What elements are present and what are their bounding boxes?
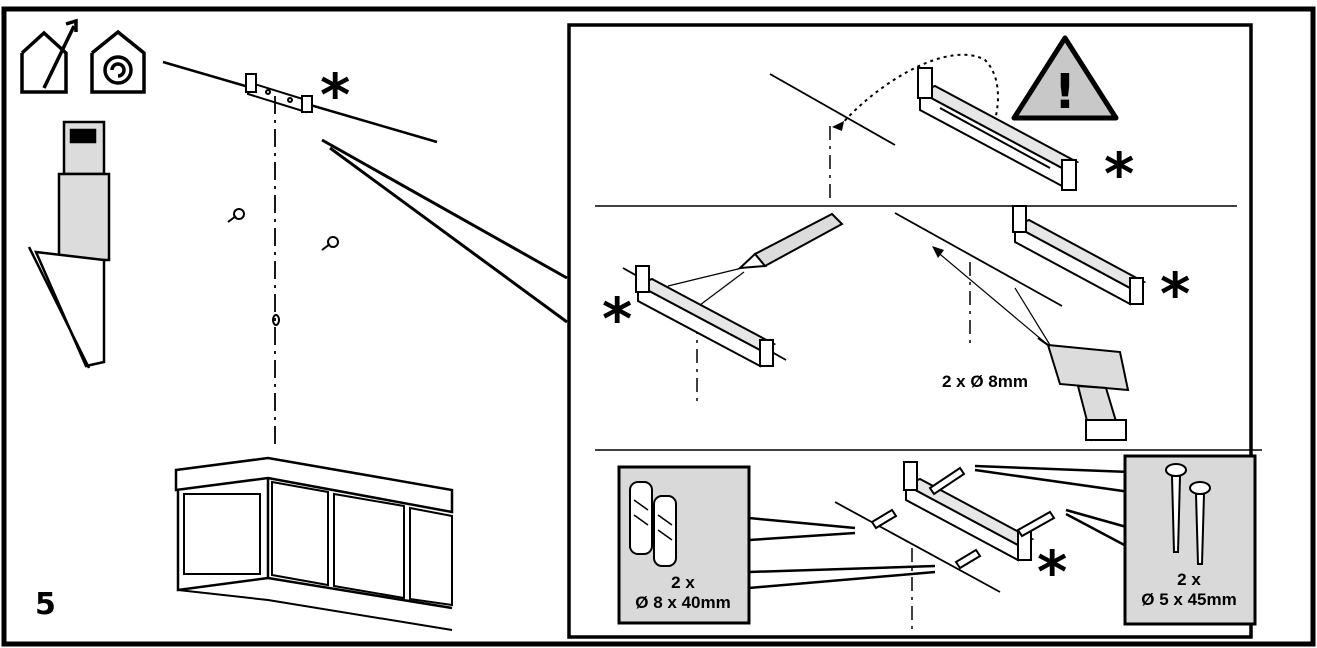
kitchen-cabinet (174, 456, 454, 631)
warning-triangle-icon: ! (1011, 35, 1119, 121)
wall-plugs-size: Ø 8 x 40mm (635, 592, 731, 612)
bracket-on-wall (245, 73, 313, 114)
bracket-drilling (1012, 205, 1147, 306)
row1-alignment (769, 53, 999, 200)
warning-mark: ! (1054, 64, 1076, 120)
asterisk-note-3: * (602, 285, 633, 353)
asterisk-note-5: * (1037, 538, 1068, 606)
pencil-icon (737, 212, 844, 270)
step-number: 5 (35, 587, 56, 622)
drill-size-label: 2 x Ø 8mm (942, 372, 1028, 391)
screws-count: 2 x (1177, 570, 1201, 589)
screws-box (1123, 454, 1257, 626)
ceiling-wall-line (162, 60, 568, 324)
outer-frame (1, 6, 1316, 647)
wall-plugs-label: 2 x Ø 8 x 40mm (618, 573, 748, 612)
row3-fixing (834, 501, 1001, 630)
bracket-top (917, 67, 1080, 191)
bracket-marking (635, 265, 777, 368)
asterisk-note-2: * (1104, 140, 1135, 208)
house-chimney-vent-icon (20, 18, 78, 94)
cooker-hood-side-view (27, 120, 111, 369)
plugs-and-screws-in-wall (870, 466, 1056, 570)
screws-size: Ø 5 x 45mm (1141, 589, 1237, 609)
house-recirculation-icon (90, 29, 146, 94)
drill-icon (1037, 337, 1130, 442)
screw-pointer-lines (974, 464, 1131, 550)
plug-pointer-lines (748, 516, 936, 590)
row2-drilling (894, 212, 1063, 348)
wall-plugs-box (617, 465, 751, 625)
screw-marks (227, 208, 339, 326)
detail-panel (567, 23, 1253, 639)
asterisk-note-1: * (320, 61, 351, 129)
screws-label: 2 x Ø 5 x 45mm (1124, 570, 1254, 609)
wall-plugs-count: 2 x (671, 573, 695, 592)
asterisk-note-4: * (1160, 260, 1191, 328)
bracket-fixing (903, 461, 1035, 562)
